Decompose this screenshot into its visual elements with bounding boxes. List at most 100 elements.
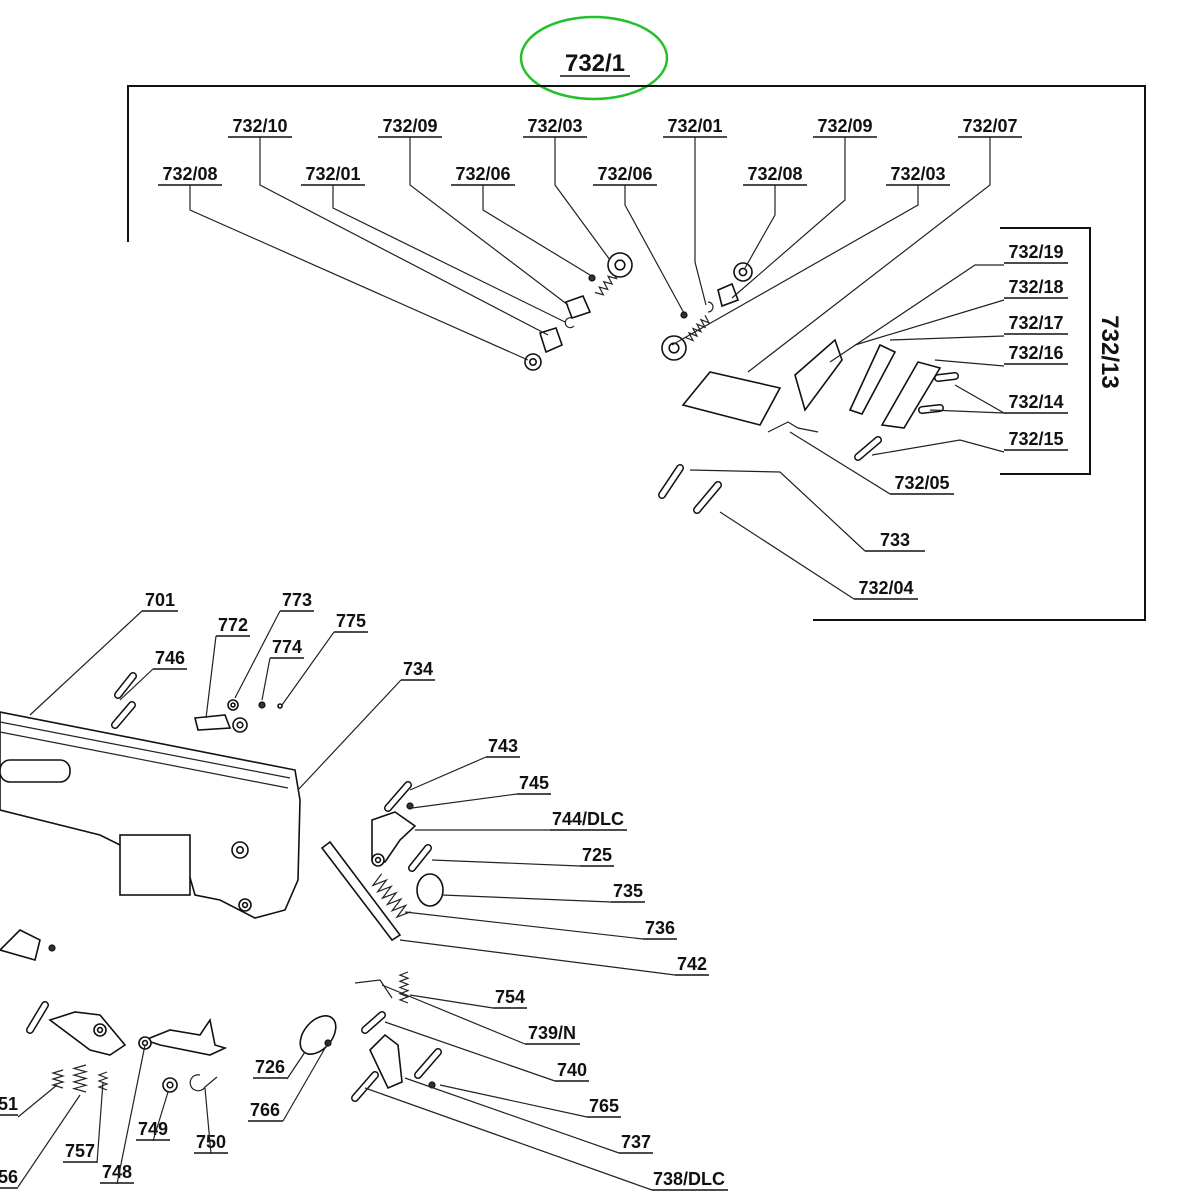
spring-750 [189, 1074, 218, 1092]
part-callout: 732/16 [934, 343, 1068, 367]
lever-772 [193, 714, 232, 731]
leader-line [409, 994, 494, 1009]
leader-line [152, 1091, 169, 1142]
clip-732-01b [707, 301, 714, 313]
part-number-label: 732/17 [1008, 313, 1063, 333]
part-callout: 746 [119, 648, 187, 701]
receiver-rail-2 [0, 731, 289, 789]
screw-head-732-03-hole [614, 259, 626, 271]
leader-line [689, 469, 866, 552]
ball-left [48, 944, 56, 952]
part-number-label: 750 [196, 1132, 226, 1152]
part-number-label: 740 [557, 1060, 587, 1080]
buffer-735 [416, 873, 444, 907]
leader-line [431, 859, 581, 867]
disconnector-748 [142, 1017, 228, 1056]
part-callout: 732/18 [854, 277, 1068, 346]
spring-739 [354, 979, 393, 999]
part-callout: 735 [441, 881, 645, 903]
leader-line [871, 439, 1005, 456]
part-callout: 701 [29, 590, 178, 716]
part-number-label: 734 [403, 659, 433, 679]
part-number-label: 773 [282, 590, 312, 610]
part-number-label: 745 [519, 773, 549, 793]
part-callout: 732/06 [451, 164, 591, 276]
leader-line [404, 1077, 620, 1154]
magwell-opening [119, 834, 191, 896]
washer-732-08-hole [528, 357, 537, 366]
part-callout: 733 [689, 469, 925, 552]
leader-line [384, 1021, 556, 1082]
receiver-slot [0, 759, 71, 783]
part-number-label: 774 [272, 637, 302, 657]
spring-wire-732-05 [767, 421, 819, 433]
part-number-label: 743 [488, 736, 518, 756]
part-callout: 742 [399, 939, 709, 976]
cam-732-09 [564, 294, 592, 320]
part-number-label: 732/03 [890, 164, 945, 184]
part-number-label: 733 [880, 530, 910, 550]
part-number-label: 732/04 [858, 578, 913, 598]
leader-line [929, 409, 1005, 414]
leader-line [624, 185, 686, 316]
ball-732-06 [588, 274, 596, 282]
part-callout: 732/03 [523, 116, 611, 261]
leader-line [116, 1044, 146, 1185]
part-callout: 732/01 [663, 116, 727, 306]
leader-line [744, 185, 776, 269]
part-callout: 732/17 [889, 313, 1068, 341]
pin-left-fill [27, 1002, 48, 1033]
block-732-10 [538, 327, 564, 354]
part-callout: 732/08 [743, 164, 807, 269]
leader-line [96, 1081, 104, 1164]
leader-line [409, 756, 487, 791]
part-number-label: 732/16 [1008, 343, 1063, 363]
part-number-label: 732/01 [667, 116, 722, 136]
disconnector-pivot-hole [141, 1039, 149, 1047]
screw-thread-732-03b [684, 315, 711, 342]
leader-line [259, 137, 549, 336]
part-number-label: 742 [677, 954, 707, 974]
part-number-label: 732/18 [1008, 277, 1063, 297]
ball-775 [277, 703, 283, 709]
part-number-label: 732/06 [455, 164, 510, 184]
leader-line [719, 511, 855, 600]
leader-line [17, 1094, 81, 1188]
leader-line [286, 1051, 306, 1080]
assembly-frame [127, 85, 1146, 621]
part-number-label: 732/15 [1008, 429, 1063, 449]
part-callout: 732/03 [671, 164, 950, 346]
stud-732-14b-fill [919, 405, 943, 413]
part-number-label: 701 [145, 590, 175, 610]
leader-line [204, 1087, 212, 1155]
part-number-label: 735 [613, 881, 643, 901]
part-number-label: 749 [138, 1119, 168, 1139]
part-callout: 754 [409, 987, 527, 1009]
pin-743-fill [385, 782, 411, 811]
part-callout: 725 [431, 845, 614, 867]
spring-751 [50, 1069, 66, 1089]
screw-773-hole [230, 702, 236, 708]
part-number-label: 757 [65, 1141, 95, 1161]
part-callout: 732/10 [228, 116, 549, 336]
part-callout: 737 [404, 1077, 653, 1154]
part-number-label: 732/14 [1008, 392, 1063, 412]
leader-line [234, 610, 281, 699]
leader-line [854, 299, 1005, 346]
pin-765-fill [415, 1049, 441, 1078]
lever-772-pivot-hole [236, 721, 244, 729]
leader-line [411, 793, 518, 809]
part-callout: 726 [253, 1051, 306, 1080]
part-callout: 766 [248, 1042, 329, 1122]
receiver-701 [0, 711, 301, 919]
part-callout: 739/N [381, 984, 580, 1045]
part-number-label: 732/10 [232, 116, 287, 136]
part-callout: 736 [404, 911, 677, 940]
part-number-label: 754 [495, 987, 525, 1007]
part-callout: 732/08 [158, 164, 529, 361]
pin-732-15-fill [855, 437, 881, 460]
pin-740-fill [362, 1012, 385, 1033]
cam-732-09b [717, 282, 740, 308]
part-number-label: 746 [155, 648, 185, 668]
pin-726 [299, 1015, 337, 1055]
